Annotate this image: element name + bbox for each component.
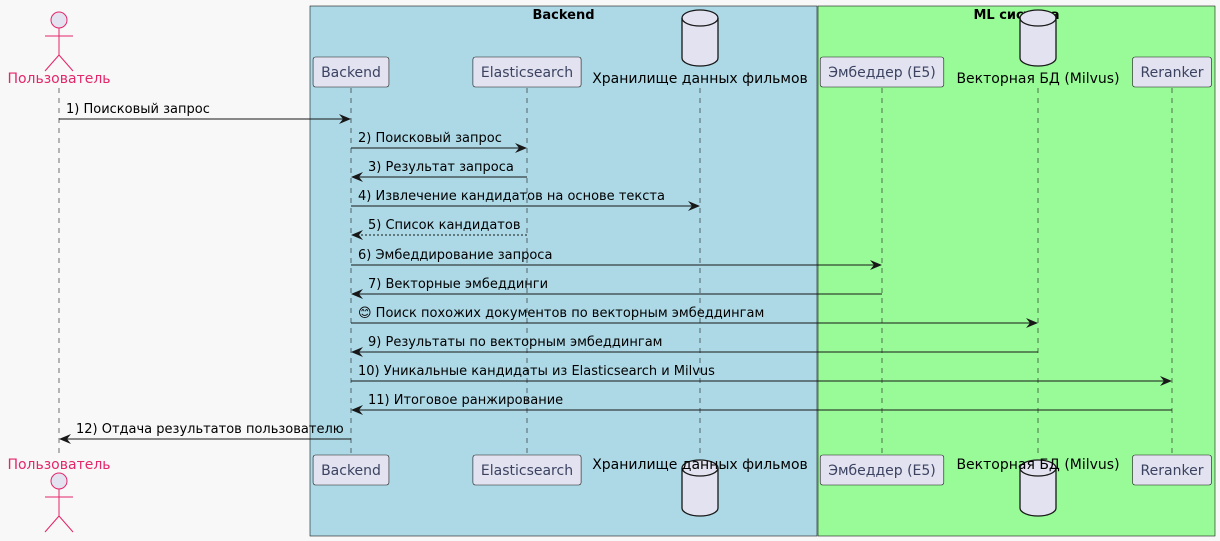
participant-user-top[interactable]: Пользователь	[7, 11, 111, 87]
message-11: 11) Итоговое ранжирование	[351, 393, 1172, 415]
participant-box	[819, 454, 945, 486]
message-5: 5) Список кандидатов	[351, 218, 527, 240]
participant-label: Reranker	[1141, 463, 1204, 479]
message-label: 9) Результаты по векторным эмбеддингам	[368, 335, 662, 350]
participant-box	[472, 454, 582, 486]
group-box-bg	[817, 5, 1216, 537]
participant-backend-bottom[interactable]: Backend	[312, 454, 390, 486]
participant-box	[472, 56, 582, 88]
message-label: 12) Отдача результатов пользователю	[76, 422, 344, 437]
message-6: 6) Эмбеддирование запроса	[351, 248, 882, 270]
message-4: 4) Извлечение кандидатов на основе текст…	[351, 189, 700, 211]
message-label: 6) Эмбеддирование запроса	[358, 248, 552, 263]
participant-es-top[interactable]: Elasticsearch	[472, 56, 582, 88]
participant-backend-top[interactable]: Backend	[312, 56, 390, 88]
participant-label: Эмбеддер (E5)	[828, 65, 936, 81]
database-icon	[1019, 459, 1057, 517]
participant-es-bottom[interactable]: Elasticsearch	[472, 454, 582, 486]
message-label: 2) Поисковый запрос	[358, 131, 502, 146]
actor-icon	[44, 472, 74, 533]
participant-user-bottom[interactable]: Пользователь	[7, 457, 111, 533]
message-label: 1) Поисковый запрос	[66, 102, 210, 117]
message-8: 😊 Поиск похожих документов по векторным …	[351, 306, 1038, 328]
participant-storage-bottom[interactable]: Хранилище данных фильмов	[592, 457, 808, 517]
participant-label: Векторная БД (Milvus)	[956, 71, 1119, 87]
participant-reranker-bottom[interactable]: Reranker	[1132, 454, 1212, 486]
participant-label: Пользователь	[7, 71, 110, 87]
participant-label: Reranker	[1141, 65, 1204, 81]
message-label: 11) Итоговое ранжирование	[368, 393, 563, 408]
group-box-bg	[309, 5, 818, 537]
participant-embedder-top[interactable]: Эмбеддер (E5)	[819, 56, 945, 88]
participant-box	[819, 56, 945, 88]
participant-vectordb-top[interactable]: Векторная БД (Milvus)	[956, 9, 1120, 87]
message-label: 5) Список кандидатов	[368, 218, 520, 233]
participant-label: Backend	[321, 65, 381, 81]
participant-label: Векторная БД (Milvus)	[956, 457, 1119, 473]
group-box-backend: Backend	[309, 5, 818, 537]
participant-label: Пользователь	[7, 457, 110, 473]
participant-label: Backend	[321, 463, 381, 479]
actor-icon	[44, 11, 74, 72]
participant-label: Elasticsearch	[481, 65, 573, 81]
message-2: 2) Поисковый запрос	[351, 131, 527, 153]
message-label: 10) Уникальные кандидаты из Elasticsearc…	[358, 364, 715, 379]
participant-label: Хранилище данных фильмов	[592, 457, 808, 473]
participant-box	[1132, 454, 1212, 486]
message-label: 3) Результат запроса	[368, 160, 514, 175]
participant-box	[1132, 56, 1212, 88]
database-icon	[1019, 9, 1057, 67]
message-7: 7) Векторные эмбеддинги	[351, 277, 882, 299]
participant-vectordb-bottom[interactable]: Векторная БД (Milvus)	[956, 457, 1120, 517]
group-box-title: Backend	[532, 8, 594, 23]
participant-box	[312, 454, 390, 486]
participant-box	[312, 56, 390, 88]
message-10: 10) Уникальные кандидаты из Elasticsearc…	[351, 364, 1172, 386]
message-1: 1) Поисковый запрос	[59, 102, 351, 124]
message-12: 12) Отдача результатов пользователю	[59, 422, 351, 444]
database-icon	[681, 9, 719, 67]
participant-label: Хранилище данных фильмов	[592, 71, 808, 87]
message-label: 4) Извлечение кандидатов на основе текст…	[358, 189, 665, 204]
message-3: 3) Результат запроса	[351, 160, 527, 182]
database-icon	[681, 459, 719, 517]
participant-embedder-bottom[interactable]: Эмбеддер (E5)	[819, 454, 945, 486]
participant-label: Эмбеддер (E5)	[828, 463, 936, 479]
message-label: 😊 Поиск похожих документов по векторным …	[358, 306, 764, 321]
message-9: 9) Результаты по векторным эмбеддингам	[351, 335, 1038, 357]
participant-label: Elasticsearch	[481, 463, 573, 479]
participant-reranker-top[interactable]: Reranker	[1132, 56, 1212, 88]
message-label: 7) Векторные эмбеддинги	[368, 277, 548, 292]
participant-storage-top[interactable]: Хранилище данных фильмов	[592, 9, 808, 87]
